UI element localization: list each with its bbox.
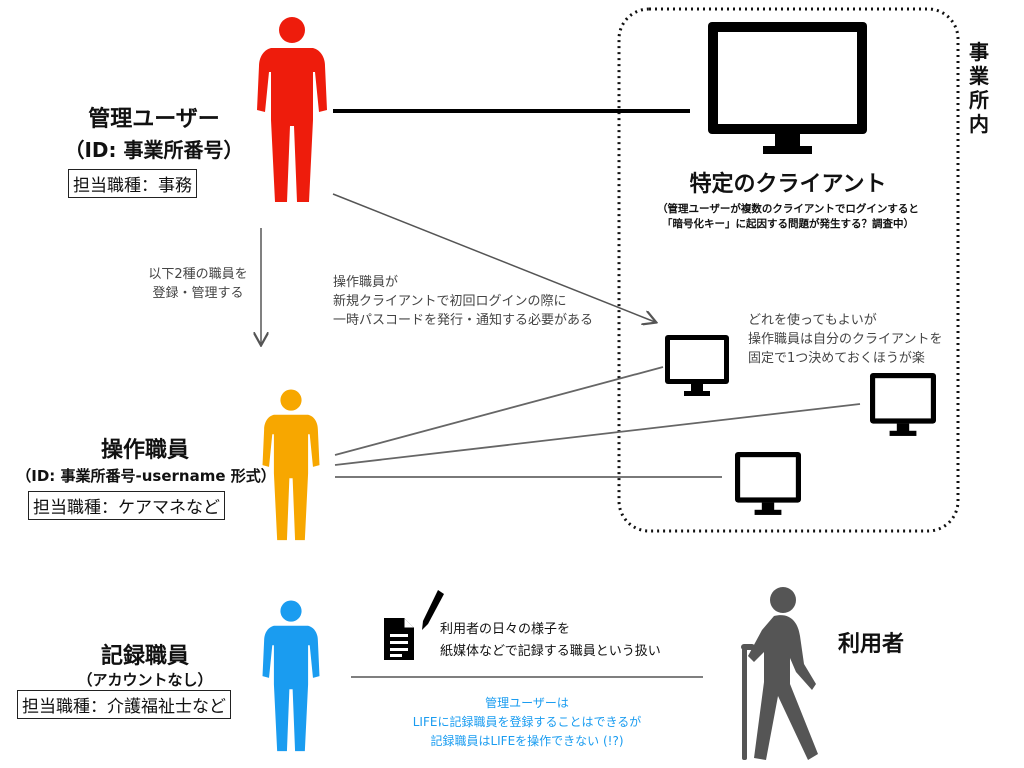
specific-client-monitor-icon [708,22,867,154]
admin-person-icon [257,17,327,202]
office-label: 事業所内 [969,40,989,136]
any-client-note-line-2: 操作職員は自分のクライアントを [748,332,943,347]
life-note-line-3: 記録職員はLIFEを操作できない (!?) [430,734,624,748]
first-login-note-line-1: 操作職員が [333,275,399,290]
client-note-line-1: （管理ユーザーが複数のクライアントでログインすると [657,203,919,215]
any-client-note-line-1: どれを使ってもよいが [748,313,877,328]
document-icon [384,618,414,660]
first-login-note: 操作職員が 新規クライアントで初回ログインの際に 一時パスコードを発行・通知する… [333,273,593,330]
record-note-line-2: 紙媒体などで記録する職員という扱い [440,644,661,659]
recorder-person-icon [262,600,320,752]
recorder-job-box: 担当職種：介護福祉士など [17,690,231,719]
operator-line-2 [334,403,861,466]
client-monitor-icon-3 [735,452,801,515]
manage-note: 以下2種の職員を 登録・管理する [128,265,268,303]
operator-job-box: 担当職種：ケアマネなど [28,491,225,520]
client-title: 特定のクライアント [689,172,887,197]
client-monitor-icon-1 [665,335,729,396]
operator-line-1 [334,366,664,456]
first-login-note-line-3: 一時パスコードを発行・通知する必要がある [333,313,594,328]
elderly-person-icon [741,587,818,760]
manage-note-line-1: 以下2種の職員を [148,267,248,282]
record-note-line-1: 利用者の日々の様子を [440,622,571,637]
client-monitor-icon-2 [870,373,936,436]
recorder-id: （アカウントなし） [77,671,213,689]
user-title: 利用者 [838,632,905,657]
life-note: 管理ユーザーは LIFEに記録職員を登録することはできるが 記録職員はLIFEを… [351,694,703,751]
admin-title: 管理ユーザー [88,107,220,132]
admin-id: （ID: 事業所番号） [64,138,244,162]
any-client-note: どれを使ってもよいが 操作職員は自分のクライアントを 固定で1つ決めておくほうが… [748,311,942,368]
client-note-line-2: 「暗号化キー」に起因する問題が発生する？調査中） [662,218,914,230]
operator-id: （ID: 事業所番号-username 形式） [16,467,276,485]
first-login-note-line-2: 新規クライアントで初回ログインの際に [333,294,567,309]
life-note-line-1: 管理ユーザーは [485,696,569,710]
pen-icon [422,590,444,630]
life-note-line-2: LIFEに記録職員を登録することはできるが [412,715,642,729]
admin-job-box: 担当職種：事務 [68,169,197,198]
manage-note-line-2: 登録・管理する [152,286,244,301]
operator-title: 操作職員 [100,438,189,463]
any-client-note-line-3: 固定で1つ決めておくほうが楽 [748,351,925,366]
office-boundary [617,7,960,533]
recorder-title: 記録職員 [100,644,189,669]
admin-to-client-arrow [332,193,655,322]
operator-person-icon [262,389,320,541]
record-note: 利用者の日々の様子を 紙媒体などで記録する職員という扱い [440,619,661,663]
